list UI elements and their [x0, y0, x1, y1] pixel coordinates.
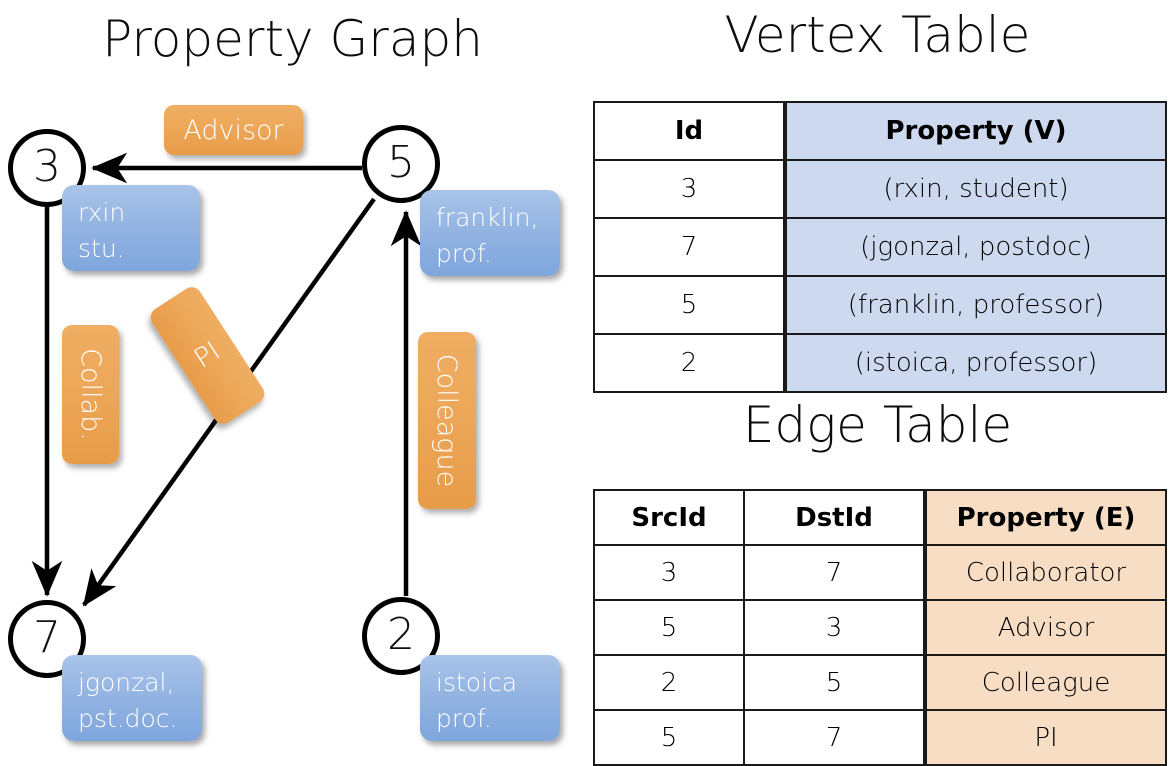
vertex-table-cell-id: 7 — [593, 217, 786, 277]
edge-table-cell-dstid: 5 — [743, 654, 926, 711]
vertex-table-cell-property: (rxin, student) — [783, 159, 1167, 219]
vertex-table: Id Property (V) 3 (rxin, student) 7 (jgo… — [593, 101, 1167, 393]
edge-table-header-row: SrcId DstId Property (E) — [593, 489, 1167, 546]
vertex-property-box-rxin[interactable]: rxin stu. — [62, 185, 200, 271]
edge-table-cell-property: Colleague — [923, 654, 1167, 711]
graph-node-2-label: 2 — [387, 609, 415, 661]
edge-table-header-property: Property (E) — [923, 489, 1167, 546]
vertex-table-header-property: Property (V) — [783, 101, 1167, 161]
edge-table-cell-srcid: 5 — [593, 599, 745, 656]
vertex-table-cell-id: 5 — [593, 275, 786, 335]
vertex-property-jgonzal-line2: pst.doc. — [78, 703, 178, 733]
vertex-property-franklin-line1: franklin, — [436, 203, 539, 232]
table-row[interactable]: 7 (jgonzal, postdoc) — [593, 217, 1167, 277]
table-row[interactable]: 2 5 Colleague — [593, 654, 1167, 711]
edge-label-box-collab[interactable]: Collab. — [62, 325, 119, 464]
table-row[interactable]: 5 3 Advisor — [593, 599, 1167, 656]
vertex-table-cell-property: (franklin, professor) — [783, 275, 1167, 335]
vertex-table-cell-id: 3 — [593, 159, 786, 219]
vertex-property-box-jgonzal[interactable]: jgonzal, pst.doc. — [62, 655, 202, 741]
edge-table-header-dstid: DstId — [743, 489, 926, 546]
table-row[interactable]: 2 (istoica, professor) — [593, 333, 1167, 393]
vertex-table-cell-property: (istoica, professor) — [783, 333, 1167, 393]
vertex-table-header-id: Id — [593, 101, 786, 161]
edge-table-cell-dstid: 7 — [743, 544, 926, 601]
edge-table-cell-srcid: 2 — [593, 654, 745, 711]
graph-node-3-label: 3 — [33, 141, 61, 193]
vertex-property-istoica-line1: istoica — [436, 668, 518, 697]
table-row[interactable]: 5 7 PI — [593, 709, 1167, 766]
edge-table-cell-dstid: 3 — [743, 599, 926, 656]
table-row[interactable]: 5 (franklin, professor) — [593, 275, 1167, 335]
edge-table-cell-srcid: 3 — [593, 544, 745, 601]
graph-node-5-label: 5 — [387, 137, 415, 189]
table-row[interactable]: 3 (rxin, student) — [593, 159, 1167, 219]
edge-label-box-colleague[interactable]: Colleague — [418, 332, 476, 509]
property-graph-diagram: 3 5 7 2 rxin stu. franklin, prof. jgonza… — [0, 0, 585, 760]
edge-table-cell-srcid: 5 — [593, 709, 745, 766]
vertex-property-rxin-line2: stu. — [78, 233, 125, 263]
edge-label-colleague-text: Colleague — [431, 353, 463, 488]
vertex-table-cell-property: (jgonzal, postdoc) — [783, 217, 1167, 277]
edge-label-collab-text: Collab. — [75, 348, 106, 441]
page-title-property-graph: Property Graph — [102, 10, 483, 68]
vertex-property-box-istoica[interactable]: istoica prof. — [420, 655, 560, 741]
edge-table-cell-property: Collaborator — [923, 544, 1167, 601]
edge-label-pi-text: PI — [188, 335, 227, 376]
edge-label-advisor-text: Advisor — [183, 114, 284, 146]
edge-table-cell-dstid: 7 — [743, 709, 926, 766]
vertex-property-franklin-line2: prof. — [436, 238, 492, 268]
page-title-edge-table: Edge Table — [742, 396, 1013, 454]
vertex-property-jgonzal-line1: jgonzal, — [78, 668, 175, 697]
graph-node-2[interactable]: 2 — [362, 597, 440, 675]
vertex-table-header-row: Id Property (V) — [593, 101, 1167, 161]
vertex-table-cell-id: 2 — [593, 333, 786, 393]
edge-table-cell-property: PI — [923, 709, 1167, 766]
vertex-property-istoica-line2: prof. — [436, 703, 492, 733]
edge-table-header-srcid: SrcId — [593, 489, 745, 546]
table-row[interactable]: 3 7 Collaborator — [593, 544, 1167, 601]
vertex-property-rxin-line1: rxin — [78, 198, 126, 227]
edge-table-cell-property: Advisor — [923, 599, 1167, 656]
edge-label-box-advisor[interactable]: Advisor — [164, 105, 303, 155]
vertex-property-box-franklin[interactable]: franklin, prof. — [420, 190, 560, 276]
graph-node-5[interactable]: 5 — [362, 125, 440, 203]
edge-table: SrcId DstId Property (E) 3 7 Collaborato… — [593, 489, 1167, 766]
page-title-vertex-table: Vertex Table — [724, 6, 1031, 64]
graph-node-7-label: 7 — [33, 612, 61, 664]
